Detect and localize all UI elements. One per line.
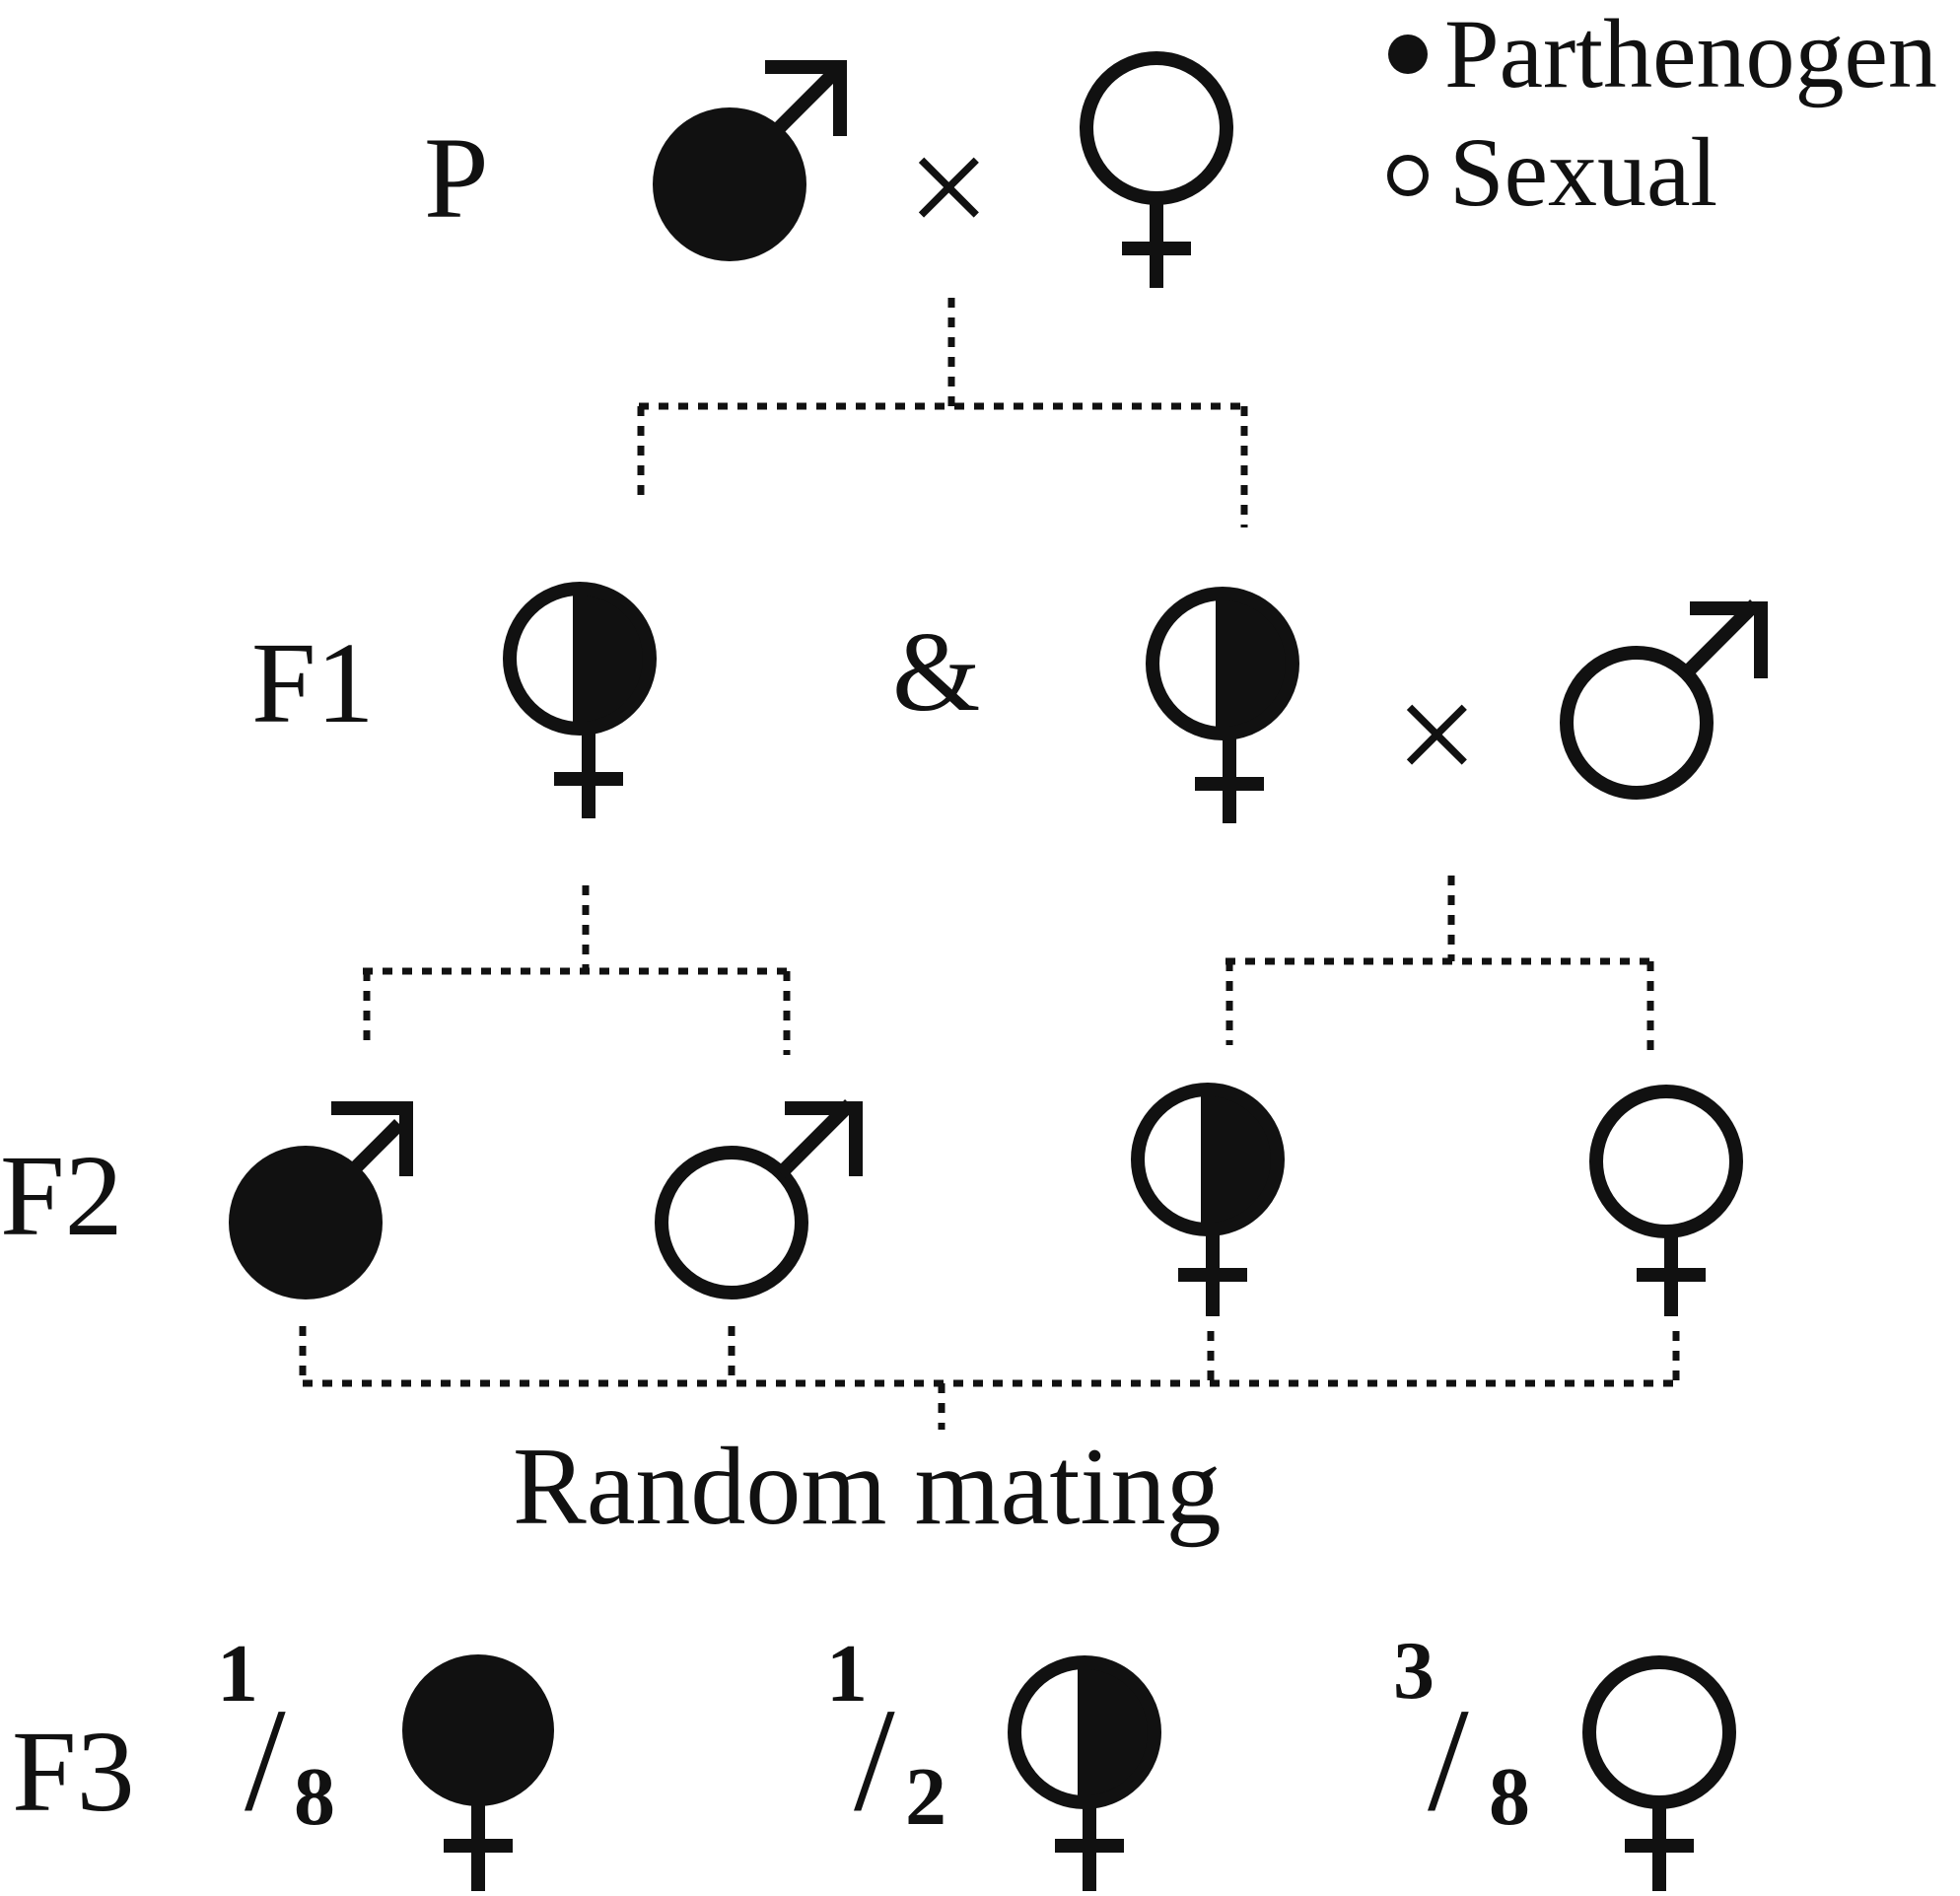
f3-hybrid-female-icon — [1008, 1655, 1161, 1891]
p-cross-symbol: × — [907, 105, 991, 269]
f3-fraction-denominator: 2 — [905, 1751, 946, 1843]
random-mating-label: Random mating — [513, 1426, 1222, 1548]
f3-fraction-slash: / — [1428, 1678, 1469, 1842]
f3-fraction-3: 3 / 8 — [1393, 1625, 1530, 1843]
f1-and-symbol: & — [892, 609, 980, 735]
f3-fraction-2: 1 / 2 — [826, 1628, 946, 1843]
generation-label-f3: F3 — [12, 1707, 135, 1836]
legend-sexual-label: Sexual — [1449, 117, 1717, 227]
f3-fraction-slash: / — [854, 1678, 895, 1842]
f3-fraction-slash: / — [245, 1678, 286, 1842]
generation-label-p: P — [424, 113, 489, 243]
p-parthenogen-male-icon — [653, 60, 847, 261]
f2-hybrid-female-icon — [1131, 1083, 1285, 1316]
generation-label-f1: F1 — [251, 618, 375, 747]
f3-sexual-female-icon — [1582, 1655, 1736, 1891]
f1-sexual-male-icon — [1560, 599, 1768, 800]
p-to-f1-connector — [637, 298, 1248, 527]
f1-right-to-f2-connector — [1225, 876, 1654, 1050]
f3-fraction-numerator: 1 — [217, 1628, 258, 1720]
f3-fraction-denominator: 8 — [1489, 1751, 1530, 1843]
f2-sexual-male-icon — [655, 1099, 863, 1299]
f3-fraction-numerator: 3 — [1393, 1625, 1435, 1717]
p-sexual-female-icon — [1080, 51, 1233, 288]
f1-hybrid-female-icon — [1146, 587, 1299, 823]
parthenogen-legend-icon — [1388, 35, 1428, 74]
sexual-legend-icon — [1387, 155, 1429, 196]
f1-left-to-f2-connector — [363, 885, 791, 1055]
f3-parthenogen-female-icon — [402, 1654, 554, 1891]
f1-hybrid-female-icon — [503, 582, 657, 818]
f2-sexual-female-icon — [1589, 1085, 1743, 1316]
f3-fraction-1: 1 / 8 — [217, 1628, 335, 1843]
f2-parthenogen-male-icon — [229, 1101, 413, 1299]
f1-cross-symbol: × — [1395, 653, 1479, 816]
random-mating-connector — [299, 1326, 1680, 1430]
legend: Parthenogen Sexual — [1387, 0, 1937, 227]
f3-fraction-numerator: 1 — [826, 1628, 868, 1720]
legend-parthenogen-label: Parthenogen — [1444, 0, 1937, 108]
generation-label-f2: F2 — [0, 1131, 123, 1260]
f3-fraction-denominator: 8 — [294, 1751, 335, 1843]
